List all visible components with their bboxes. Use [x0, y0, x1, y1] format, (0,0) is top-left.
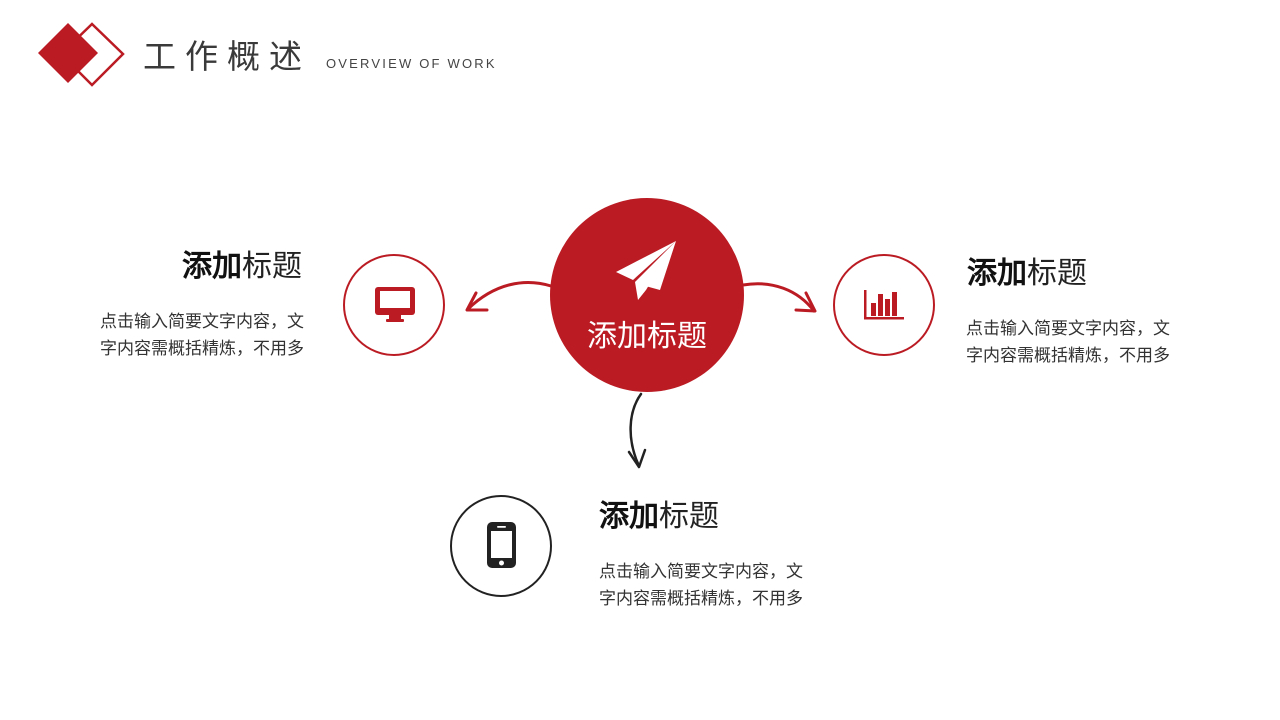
arrow-left-icon [465, 281, 553, 312]
left-icon-circle [343, 254, 445, 356]
page-title: 工作概述 [143, 37, 311, 76]
right-item-title: 添加标题 [967, 256, 1087, 291]
smartphone-icon [487, 522, 516, 568]
logo-diamonds-icon [38, 22, 125, 87]
bottom-item-title: 添加标题 [599, 499, 719, 534]
paper-plane-icon [616, 241, 676, 300]
arrow-down-icon [627, 392, 647, 469]
page-subtitle: OVERVIEW OF WORK [326, 56, 497, 71]
center-title: 添加标题 [587, 319, 707, 354]
left-item-description: 点击输入简要文字内容，文 字内容需概括精炼，不用多 [100, 312, 304, 359]
left-item-title: 添加标题 [182, 249, 302, 284]
monitor-icon [375, 287, 415, 322]
arrow-right-icon [741, 282, 817, 313]
right-item-description: 点击输入简要文字内容，文 字内容需概括精炼，不用多 [966, 319, 1170, 366]
bottom-item-description: 点击输入简要文字内容，文 字内容需概括精炼，不用多 [599, 562, 803, 609]
bar-chart-icon [864, 290, 904, 320]
right-icon-circle [833, 254, 935, 356]
center-circle [550, 198, 744, 392]
bottom-icon-circle [450, 495, 552, 597]
